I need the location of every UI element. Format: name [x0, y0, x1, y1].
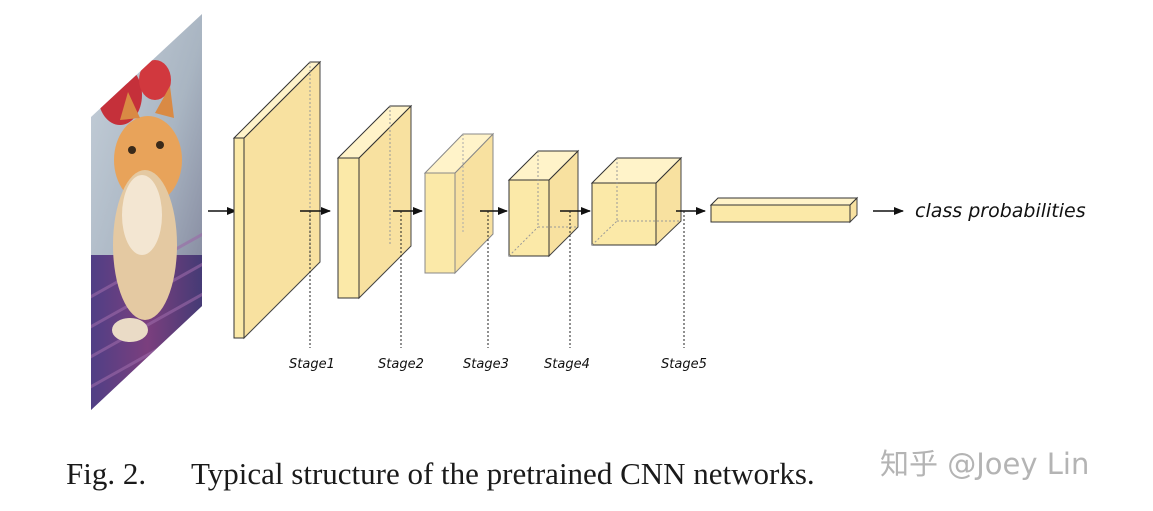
stage5-label: Stage5	[661, 357, 707, 372]
stage4-label: Stage4	[544, 357, 590, 372]
stage3-label: Stage3	[463, 357, 509, 372]
fc-layer-bar	[709, 196, 859, 224]
output-label: class probabilities	[915, 200, 1086, 222]
stage1-label: Stage1	[289, 357, 335, 372]
stage2-label: Stage2	[378, 357, 424, 372]
figure-caption: Fig. 2. Typical structure of the pretrain…	[66, 456, 815, 492]
watermark: 知乎 @Joey Lin	[880, 447, 1090, 481]
stage1-block	[232, 60, 322, 340]
stage3-block	[423, 132, 495, 275]
input-image	[91, 14, 202, 410]
stage4-block	[507, 149, 580, 258]
stage2-block	[336, 104, 413, 300]
stage5-block	[590, 156, 683, 247]
caption-text: Typical structure of the pretrained CNN …	[191, 456, 815, 491]
figure-number: Fig. 2.	[66, 456, 147, 491]
